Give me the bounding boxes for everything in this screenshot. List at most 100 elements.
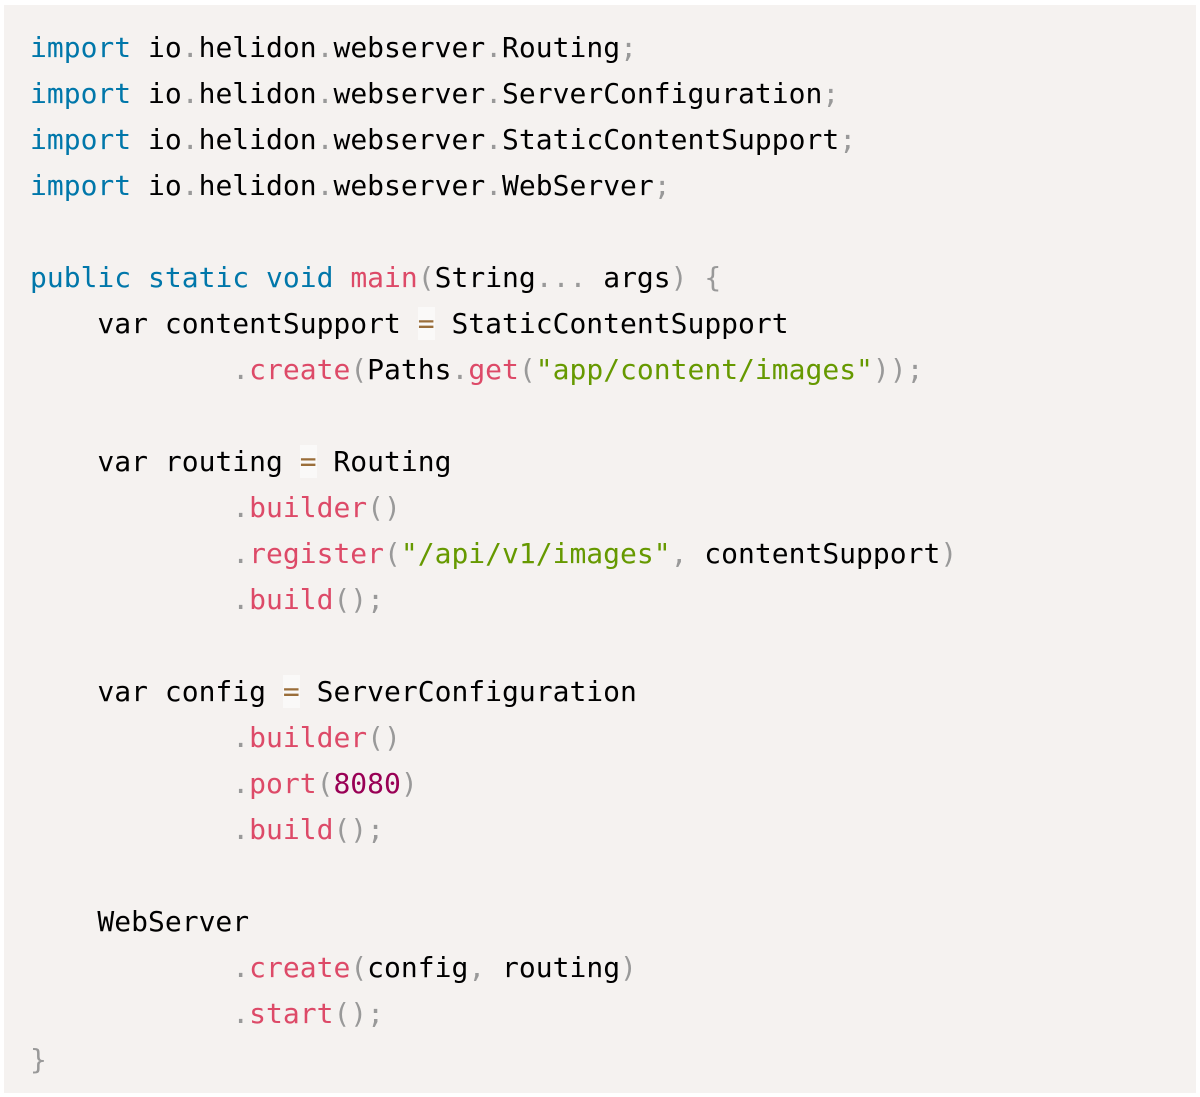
code-line: .builder() (30, 715, 1196, 761)
string-token: "/api/v1/images" (400, 537, 671, 570)
punctuation-token: { (704, 261, 722, 294)
code-line: WebServer (30, 899, 1196, 945)
code-content: import io.helidon.webserver.Routing;impo… (30, 25, 1196, 1083)
code-line: import io.helidon.webserver.ServerConfig… (30, 71, 1196, 117)
string-token: "app/content/images" (535, 353, 873, 386)
code-line: var routing = Routing (30, 439, 1196, 485)
function-token: create (249, 951, 351, 984)
plain-token (30, 767, 232, 800)
punctuation-token: , (670, 537, 688, 570)
plain-token: Routing (502, 31, 621, 64)
plain-token: var config (30, 675, 283, 708)
plain-token: helidon (198, 77, 317, 110)
punctuation-token: () (367, 721, 401, 754)
plain-token (30, 353, 232, 386)
punctuation-token: . (232, 767, 250, 800)
plain-token: Paths (367, 353, 452, 386)
plain-token: webserver (333, 31, 486, 64)
code-line: import io.helidon.webserver.StaticConten… (30, 117, 1196, 163)
punctuation-token: ( (316, 767, 334, 800)
plain-token: StaticContentSupport (434, 307, 789, 340)
operator-token: = (282, 675, 300, 708)
punctuation-token: ; (839, 123, 857, 156)
punctuation-token: . (232, 721, 250, 754)
plain-token (30, 583, 232, 616)
punctuation-token: . (232, 491, 250, 524)
punctuation-token: . (316, 123, 334, 156)
punctuation-token: . (232, 353, 250, 386)
plain-token: var routing (30, 445, 300, 478)
punctuation-token: } (30, 1043, 47, 1076)
code-line: .create(config, routing) (30, 945, 1196, 991)
punctuation-token: . (181, 123, 199, 156)
punctuation-token: (); (333, 583, 385, 616)
plain-token: StaticContentSupport (502, 123, 840, 156)
code-line: } (30, 1037, 1196, 1083)
plain-token: io (131, 169, 182, 202)
keyword-token: import (30, 31, 132, 64)
punctuation-token: . (451, 353, 469, 386)
code-line: .builder() (30, 485, 1196, 531)
punctuation-token: )); (872, 353, 924, 386)
number-token: 8080 (333, 767, 401, 800)
punctuation-token: . (485, 123, 503, 156)
punctuation-token: . (316, 169, 334, 202)
punctuation-token: (); (333, 997, 385, 1030)
function-token: main (350, 261, 418, 294)
plain-token (30, 951, 232, 984)
punctuation-token: . (232, 813, 250, 846)
operator-token: = (299, 445, 317, 478)
plain-token (30, 721, 232, 754)
plain-token: config (367, 951, 469, 984)
punctuation-token: ... (535, 261, 587, 294)
punctuation-token: ; (822, 77, 840, 110)
plain-token: contentSupport (687, 537, 941, 570)
plain-token (249, 261, 266, 294)
plain-token: io (131, 31, 182, 64)
function-token: build (249, 813, 334, 846)
function-token: builder (249, 491, 368, 524)
punctuation-token: . (316, 31, 334, 64)
punctuation-token: . (316, 77, 334, 110)
punctuation-token: () (367, 491, 401, 524)
plain-token: WebServer (502, 169, 654, 202)
plain-token: io (131, 77, 182, 110)
punctuation-token: . (232, 537, 250, 570)
punctuation-token: . (485, 31, 503, 64)
plain-token: args (586, 261, 671, 294)
plain-token (30, 813, 232, 846)
plain-token (688, 261, 705, 294)
punctuation-token: . (232, 997, 250, 1030)
code-line: import io.helidon.webserver.WebServer; (30, 163, 1196, 209)
code-line: .create(Paths.get("app/content/images"))… (30, 347, 1196, 393)
code-line (30, 623, 1196, 669)
punctuation-token: . (181, 169, 199, 202)
punctuation-token: , (468, 951, 486, 984)
plain-token: webserver (333, 77, 486, 110)
plain-token: helidon (198, 123, 317, 156)
function-token: register (249, 537, 385, 570)
code-line (30, 209, 1196, 255)
keyword-token: void (266, 261, 334, 294)
code-line: var config = ServerConfiguration (30, 669, 1196, 715)
code-line (30, 853, 1196, 899)
plain-token: ServerConfiguration (299, 675, 637, 708)
plain-token: ServerConfiguration (502, 77, 823, 110)
operator-token: = (417, 307, 435, 340)
code-line: .build(); (30, 577, 1196, 623)
plain-token: WebServer (30, 905, 250, 938)
keyword-token: import (30, 123, 132, 156)
plain-token: String (434, 261, 536, 294)
punctuation-token: ( (384, 537, 401, 570)
punctuation-token: ) (670, 261, 688, 294)
punctuation-token: ) (400, 767, 418, 800)
plain-token: helidon (198, 31, 317, 64)
punctuation-token: . (181, 77, 199, 110)
plain-token: routing (485, 951, 621, 984)
function-token: create (249, 353, 351, 386)
code-line: import io.helidon.webserver.Routing; (30, 25, 1196, 71)
punctuation-token: . (232, 583, 250, 616)
code-line: var contentSupport = StaticContentSuppor… (30, 301, 1196, 347)
code-block: import io.helidon.webserver.Routing;impo… (4, 5, 1196, 1093)
function-token: build (249, 583, 334, 616)
